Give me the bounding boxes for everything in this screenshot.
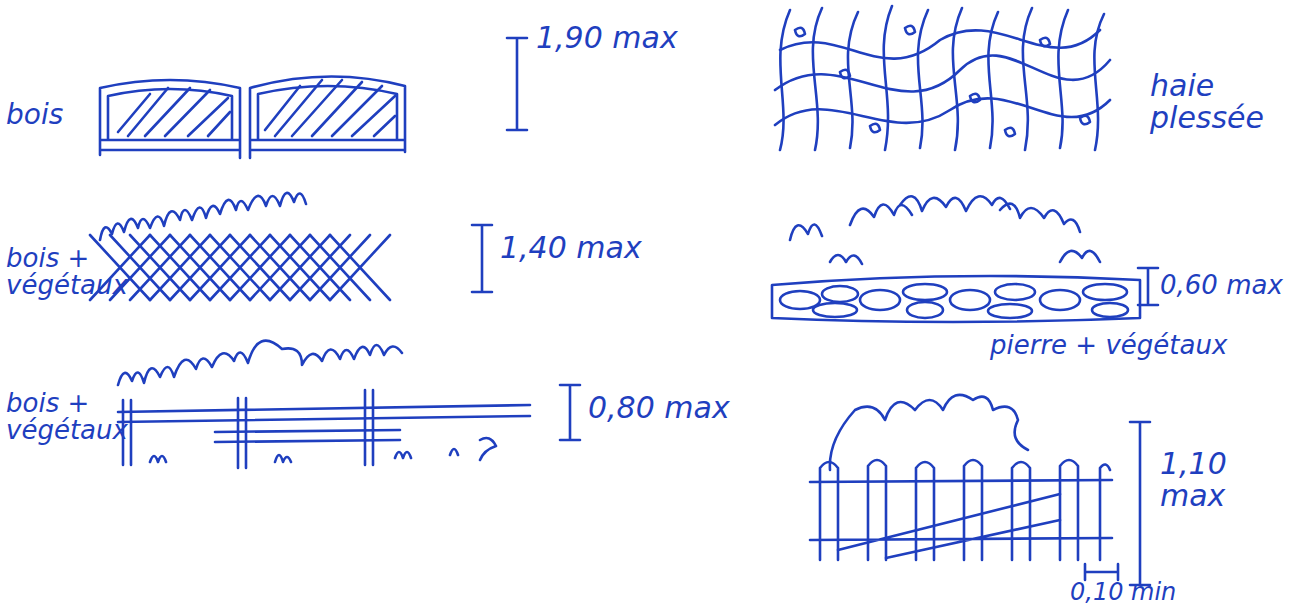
dimension-label: 0,60 max xyxy=(1160,272,1285,299)
dimension-bar xyxy=(1138,268,1158,305)
material-label: pierre + végétaux xyxy=(990,332,1280,359)
wood-panel-fence xyxy=(100,76,405,158)
dimension-label: 1,10 max xyxy=(1160,448,1270,511)
picket-fence xyxy=(810,395,1112,560)
material-label: haie plessée xyxy=(1150,70,1260,133)
dimension-label: 1,40 max xyxy=(500,232,660,264)
dimension-label: 1,90 max xyxy=(536,22,696,54)
dimension-bar xyxy=(507,38,527,130)
woven-hedge xyxy=(775,6,1110,150)
dimension-bar xyxy=(472,225,492,292)
stone-wall xyxy=(772,196,1140,322)
dimension-bar xyxy=(560,385,580,440)
dimension-label: 0,10 min xyxy=(1070,580,1200,605)
lattice-fence xyxy=(90,193,390,300)
rail-fence xyxy=(118,341,530,468)
dimension-bar xyxy=(1130,422,1150,585)
dimension-bar xyxy=(1085,564,1118,580)
dimension-label: 0,80 max xyxy=(588,392,748,424)
material-label: bois + végétaux xyxy=(6,245,94,300)
material-label: bois xyxy=(6,100,96,129)
material-label: bois + végétaux xyxy=(6,390,94,445)
